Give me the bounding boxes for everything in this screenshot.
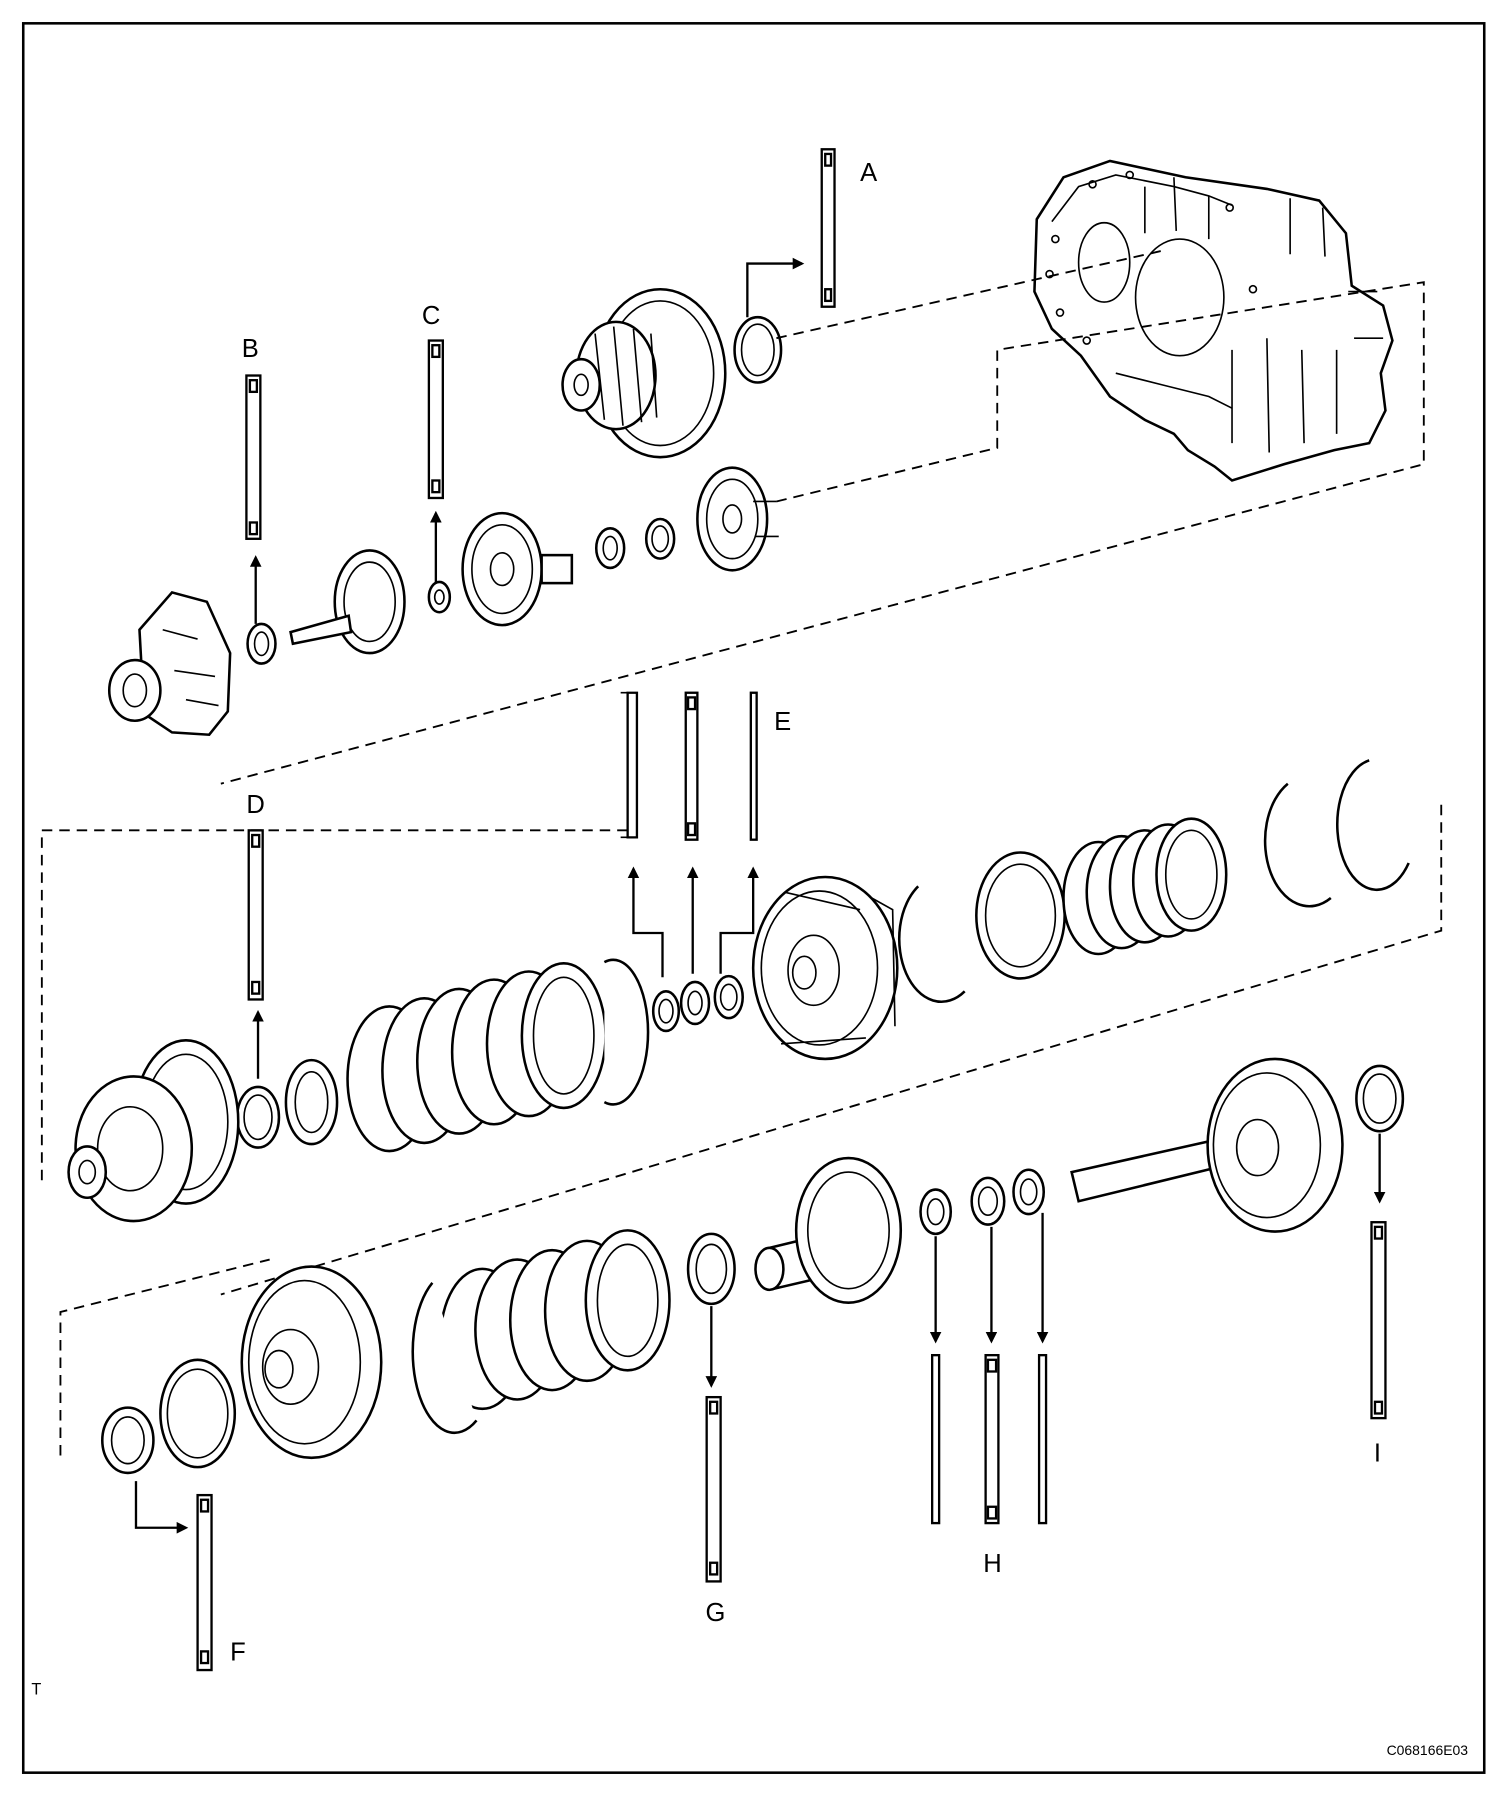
planetary-carrier-f	[240, 1265, 383, 1460]
sun-gear-shaft	[461, 511, 574, 627]
snap-ring-rear-1	[1263, 782, 1332, 908]
thrust-washer-b	[246, 622, 277, 665]
thrust-washer-star	[594, 527, 626, 570]
shim-strip-h3	[1037, 1353, 1048, 1525]
shim-strip-h2	[984, 1353, 1000, 1525]
figure-frame	[21, 22, 1486, 1774]
snap-ring-small	[644, 517, 676, 560]
shim-strip-a	[820, 148, 836, 308]
label-h: H	[983, 1550, 1001, 1578]
corner-mark: T	[31, 1681, 41, 1699]
thrust-washers-h	[919, 1168, 1046, 1236]
counter-driven-gear	[561, 287, 727, 459]
intermediate-shaft	[289, 549, 406, 655]
clutch-pack-rear	[1062, 817, 1228, 956]
snap-ring-bottom	[411, 1282, 478, 1435]
shim-strip-d	[247, 829, 264, 1001]
shim-strip-f	[196, 1493, 213, 1672]
thrust-bearing-e	[651, 974, 744, 1033]
label-e: E	[774, 708, 791, 736]
bearing-race-f	[101, 1406, 155, 1475]
shim-strip-b	[245, 374, 262, 540]
figure-code: C068166E03	[1387, 1742, 1469, 1758]
shim-strip-i	[1370, 1221, 1387, 1420]
forward-clutch-drum	[67, 1038, 240, 1223]
input-shaft	[1070, 1057, 1344, 1233]
label-g: G	[706, 1599, 726, 1627]
shim-strip-c	[427, 339, 444, 500]
shim-strip-e1	[620, 691, 639, 839]
label-c: C	[422, 302, 440, 330]
top-dashed-outline	[220, 249, 1425, 785]
leader-line-e1	[627, 866, 664, 978]
bearing-race-a	[733, 315, 783, 384]
bearing-race-d	[235, 1085, 281, 1149]
bearing-race-g	[686, 1232, 736, 1306]
leader-line-a	[746, 257, 805, 318]
leader-line-e3	[719, 866, 759, 974]
bottom-dashed-outline	[59, 1258, 270, 1456]
label-a: A	[860, 159, 878, 187]
clutch-pack-front	[346, 962, 607, 1153]
planetary-gear-b	[696, 466, 779, 572]
shim-strip-e2	[684, 691, 699, 841]
shim-strip-e3	[749, 691, 758, 841]
snap-ring-front	[603, 958, 650, 1106]
oil-pump-cover	[107, 591, 232, 737]
thrust-washer-c	[427, 580, 452, 614]
label-f: F	[230, 1639, 246, 1667]
transaxle-case	[1033, 159, 1394, 482]
clutch-drum	[751, 875, 899, 1061]
snap-ring-rear-2	[1336, 759, 1410, 892]
leader-line-f	[134, 1481, 189, 1534]
label-i: I	[1374, 1439, 1381, 1467]
label-d: D	[246, 791, 264, 819]
ring-plate-f	[159, 1358, 237, 1469]
bearing-race-i	[1355, 1064, 1405, 1133]
label-b: B	[242, 335, 259, 363]
clutch-hub-g	[754, 1156, 903, 1304]
clutch-hub-d	[284, 1058, 339, 1146]
middle-dashed-outline	[40, 804, 1443, 1296]
shim-strip-h1	[930, 1353, 941, 1525]
snap-ring-mid	[898, 885, 966, 1003]
clutch-pack-bottom	[439, 1229, 671, 1411]
clutch-flange	[975, 851, 1066, 980]
shim-strip-g	[705, 1395, 722, 1583]
